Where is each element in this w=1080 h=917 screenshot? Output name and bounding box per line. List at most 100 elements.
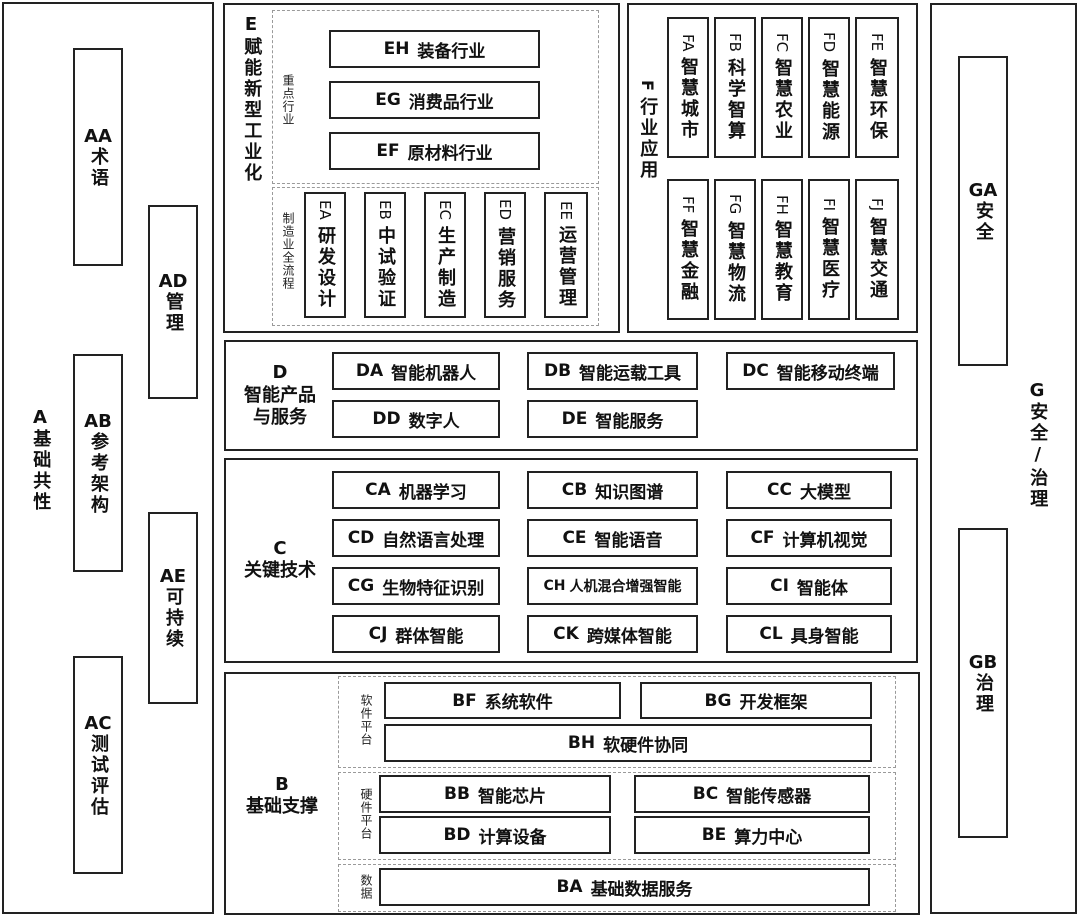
section-f-code: F xyxy=(638,80,657,91)
section-g-title: 安全/治理 xyxy=(1027,402,1049,511)
box-da[interactable]: DA 智能机器人 xyxy=(332,352,500,390)
box-fh-label: 智慧教育 xyxy=(772,220,793,305)
box-ac[interactable]: AC 测试评估 xyxy=(73,656,123,874)
box-bb-label: 智能芯片 xyxy=(477,786,546,807)
box-db-label: 智能运载工具 xyxy=(579,363,682,384)
box-ba[interactable]: BA 基础数据服务 xyxy=(379,868,870,906)
box-fg[interactable]: FG 智慧物流 xyxy=(714,179,756,320)
box-ec[interactable]: EC 生产制造 xyxy=(424,192,466,318)
section-d-label: D 智能产品 与服务 xyxy=(232,356,328,436)
box-ea[interactable]: EA 研发设计 xyxy=(304,192,346,318)
box-ce-code: CE xyxy=(562,528,587,548)
box-eb-code: EB xyxy=(376,200,394,220)
box-cc[interactable]: CC 大模型 xyxy=(726,471,892,509)
box-ab[interactable]: AB 参考架构 xyxy=(73,354,123,572)
box-fj[interactable]: FJ 智慧交通 xyxy=(855,179,899,320)
box-fc[interactable]: FC 智慧农业 xyxy=(761,17,803,158)
box-ea-label: 研发设计 xyxy=(315,225,336,310)
box-ef[interactable]: EF 原材料行业 xyxy=(329,132,540,170)
box-cd[interactable]: CD 自然语言处理 xyxy=(332,519,500,557)
box-cb-label: 知识图谱 xyxy=(595,482,664,503)
box-ci[interactable]: CI 智能体 xyxy=(726,567,892,605)
box-de-code: DE xyxy=(561,409,588,429)
box-cf[interactable]: CF 计算机视觉 xyxy=(726,519,892,557)
box-bb[interactable]: BB 智能芯片 xyxy=(379,775,611,813)
box-ch-label: 人机混合增强智能 xyxy=(569,579,682,595)
box-dd[interactable]: DD 数字人 xyxy=(332,400,500,438)
section-d-title-2: 与服务 xyxy=(253,407,307,429)
box-be-label: 算力中心 xyxy=(734,827,803,848)
box-eg[interactable]: EG 消费品行业 xyxy=(329,81,540,119)
box-cg[interactable]: CG 生物特征识别 xyxy=(332,567,500,605)
box-fi[interactable]: FI 智慧医疗 xyxy=(808,179,850,320)
box-eg-label: 消费品行业 xyxy=(408,92,494,113)
box-ea-code: EA xyxy=(316,200,334,220)
box-bd[interactable]: BD 计算设备 xyxy=(379,816,611,854)
box-eb[interactable]: EB 中试验证 xyxy=(364,192,406,318)
box-ff-code: FF xyxy=(679,195,697,214)
box-cl[interactable]: CL 具身智能 xyxy=(726,615,892,653)
box-ce[interactable]: CE 智能语音 xyxy=(527,519,698,557)
box-cj[interactable]: CJ 群体智能 xyxy=(332,615,500,653)
group-data-label: 数据 xyxy=(359,874,373,900)
box-fd-code: FD xyxy=(820,32,838,53)
box-bg-code: BG xyxy=(704,690,732,711)
box-da-code: DA xyxy=(355,361,384,381)
box-cb[interactable]: CB 知识图谱 xyxy=(527,471,698,509)
box-be[interactable]: BE 算力中心 xyxy=(634,816,870,854)
box-fb[interactable]: FB 科学智算 xyxy=(714,17,756,158)
box-ed-code: ED xyxy=(496,199,514,221)
box-fd-label: 智慧能源 xyxy=(819,58,840,143)
section-g-label: G 安全/治理 xyxy=(1020,370,1054,520)
box-ff[interactable]: FF 智慧金融 xyxy=(667,179,709,320)
group-data xyxy=(338,864,896,912)
box-bh[interactable]: BH 软硬件协同 xyxy=(384,724,872,762)
box-cj-code: CJ xyxy=(368,624,388,644)
box-ae[interactable]: AE 可持续 xyxy=(148,512,198,704)
box-ck[interactable]: CK 跨媒体智能 xyxy=(527,615,698,653)
box-db[interactable]: DB 智能运载工具 xyxy=(527,352,698,390)
box-fb-code: FB xyxy=(726,33,744,52)
box-fj-label: 智慧交通 xyxy=(867,217,888,302)
box-ee[interactable]: EE 运营管理 xyxy=(544,192,588,318)
box-ca-code: CA xyxy=(365,480,391,500)
section-c-label: C 关键技术 xyxy=(232,530,328,590)
box-ac-code: AC xyxy=(84,712,112,734)
box-fc-code: FC xyxy=(773,32,791,53)
box-fd[interactable]: FD 智慧能源 xyxy=(808,17,850,158)
box-ga[interactable]: GA 安全 xyxy=(958,56,1008,366)
box-ca[interactable]: CA 机器学习 xyxy=(332,471,500,509)
box-ga-label: 安全 xyxy=(973,200,994,243)
section-b-code: B xyxy=(275,773,289,795)
group-process-label: 制造业全流程 xyxy=(281,212,295,290)
box-dc[interactable]: DC 智能移动终端 xyxy=(726,352,895,390)
box-ae-label: 可持续 xyxy=(163,587,184,650)
box-gb[interactable]: GB 治理 xyxy=(958,528,1008,838)
box-ci-code: CI xyxy=(770,576,789,596)
box-fa[interactable]: FA 智慧城市 xyxy=(667,17,709,158)
box-ad[interactable]: AD 管理 xyxy=(148,205,198,399)
box-bf[interactable]: BF 系统软件 xyxy=(384,682,621,719)
box-ed-label: 营销服务 xyxy=(495,226,516,311)
box-eh[interactable]: EH 装备行业 xyxy=(329,30,540,68)
section-b-label: B 基础支撑 xyxy=(232,768,332,824)
box-ee-code: EE xyxy=(557,200,575,220)
box-fj-code: FJ xyxy=(868,197,886,212)
box-fi-code: FI xyxy=(820,197,838,212)
box-bc[interactable]: BC 智能传感器 xyxy=(634,775,870,813)
box-fh[interactable]: FH 智慧教育 xyxy=(761,179,803,320)
box-dd-code: DD xyxy=(372,409,401,429)
box-de-label: 智能服务 xyxy=(595,411,664,432)
box-ed[interactable]: ED 营销服务 xyxy=(484,192,526,318)
box-de[interactable]: DE 智能服务 xyxy=(527,400,698,438)
box-aa[interactable]: AA 术语 xyxy=(73,48,123,266)
section-c-title: 关键技术 xyxy=(244,560,316,581)
box-ch-code: CH xyxy=(543,578,566,594)
box-cl-label: 具身智能 xyxy=(790,626,859,647)
section-f-label: F 行业应用 xyxy=(632,80,662,200)
box-fe[interactable]: FE 智慧环保 xyxy=(855,17,899,158)
section-e-code: E xyxy=(244,14,258,35)
box-ef-code: EF xyxy=(376,141,400,161)
box-bg[interactable]: BG 开发框架 xyxy=(640,682,872,719)
box-ch[interactable]: CH 人机混合增强智能 xyxy=(527,567,698,605)
